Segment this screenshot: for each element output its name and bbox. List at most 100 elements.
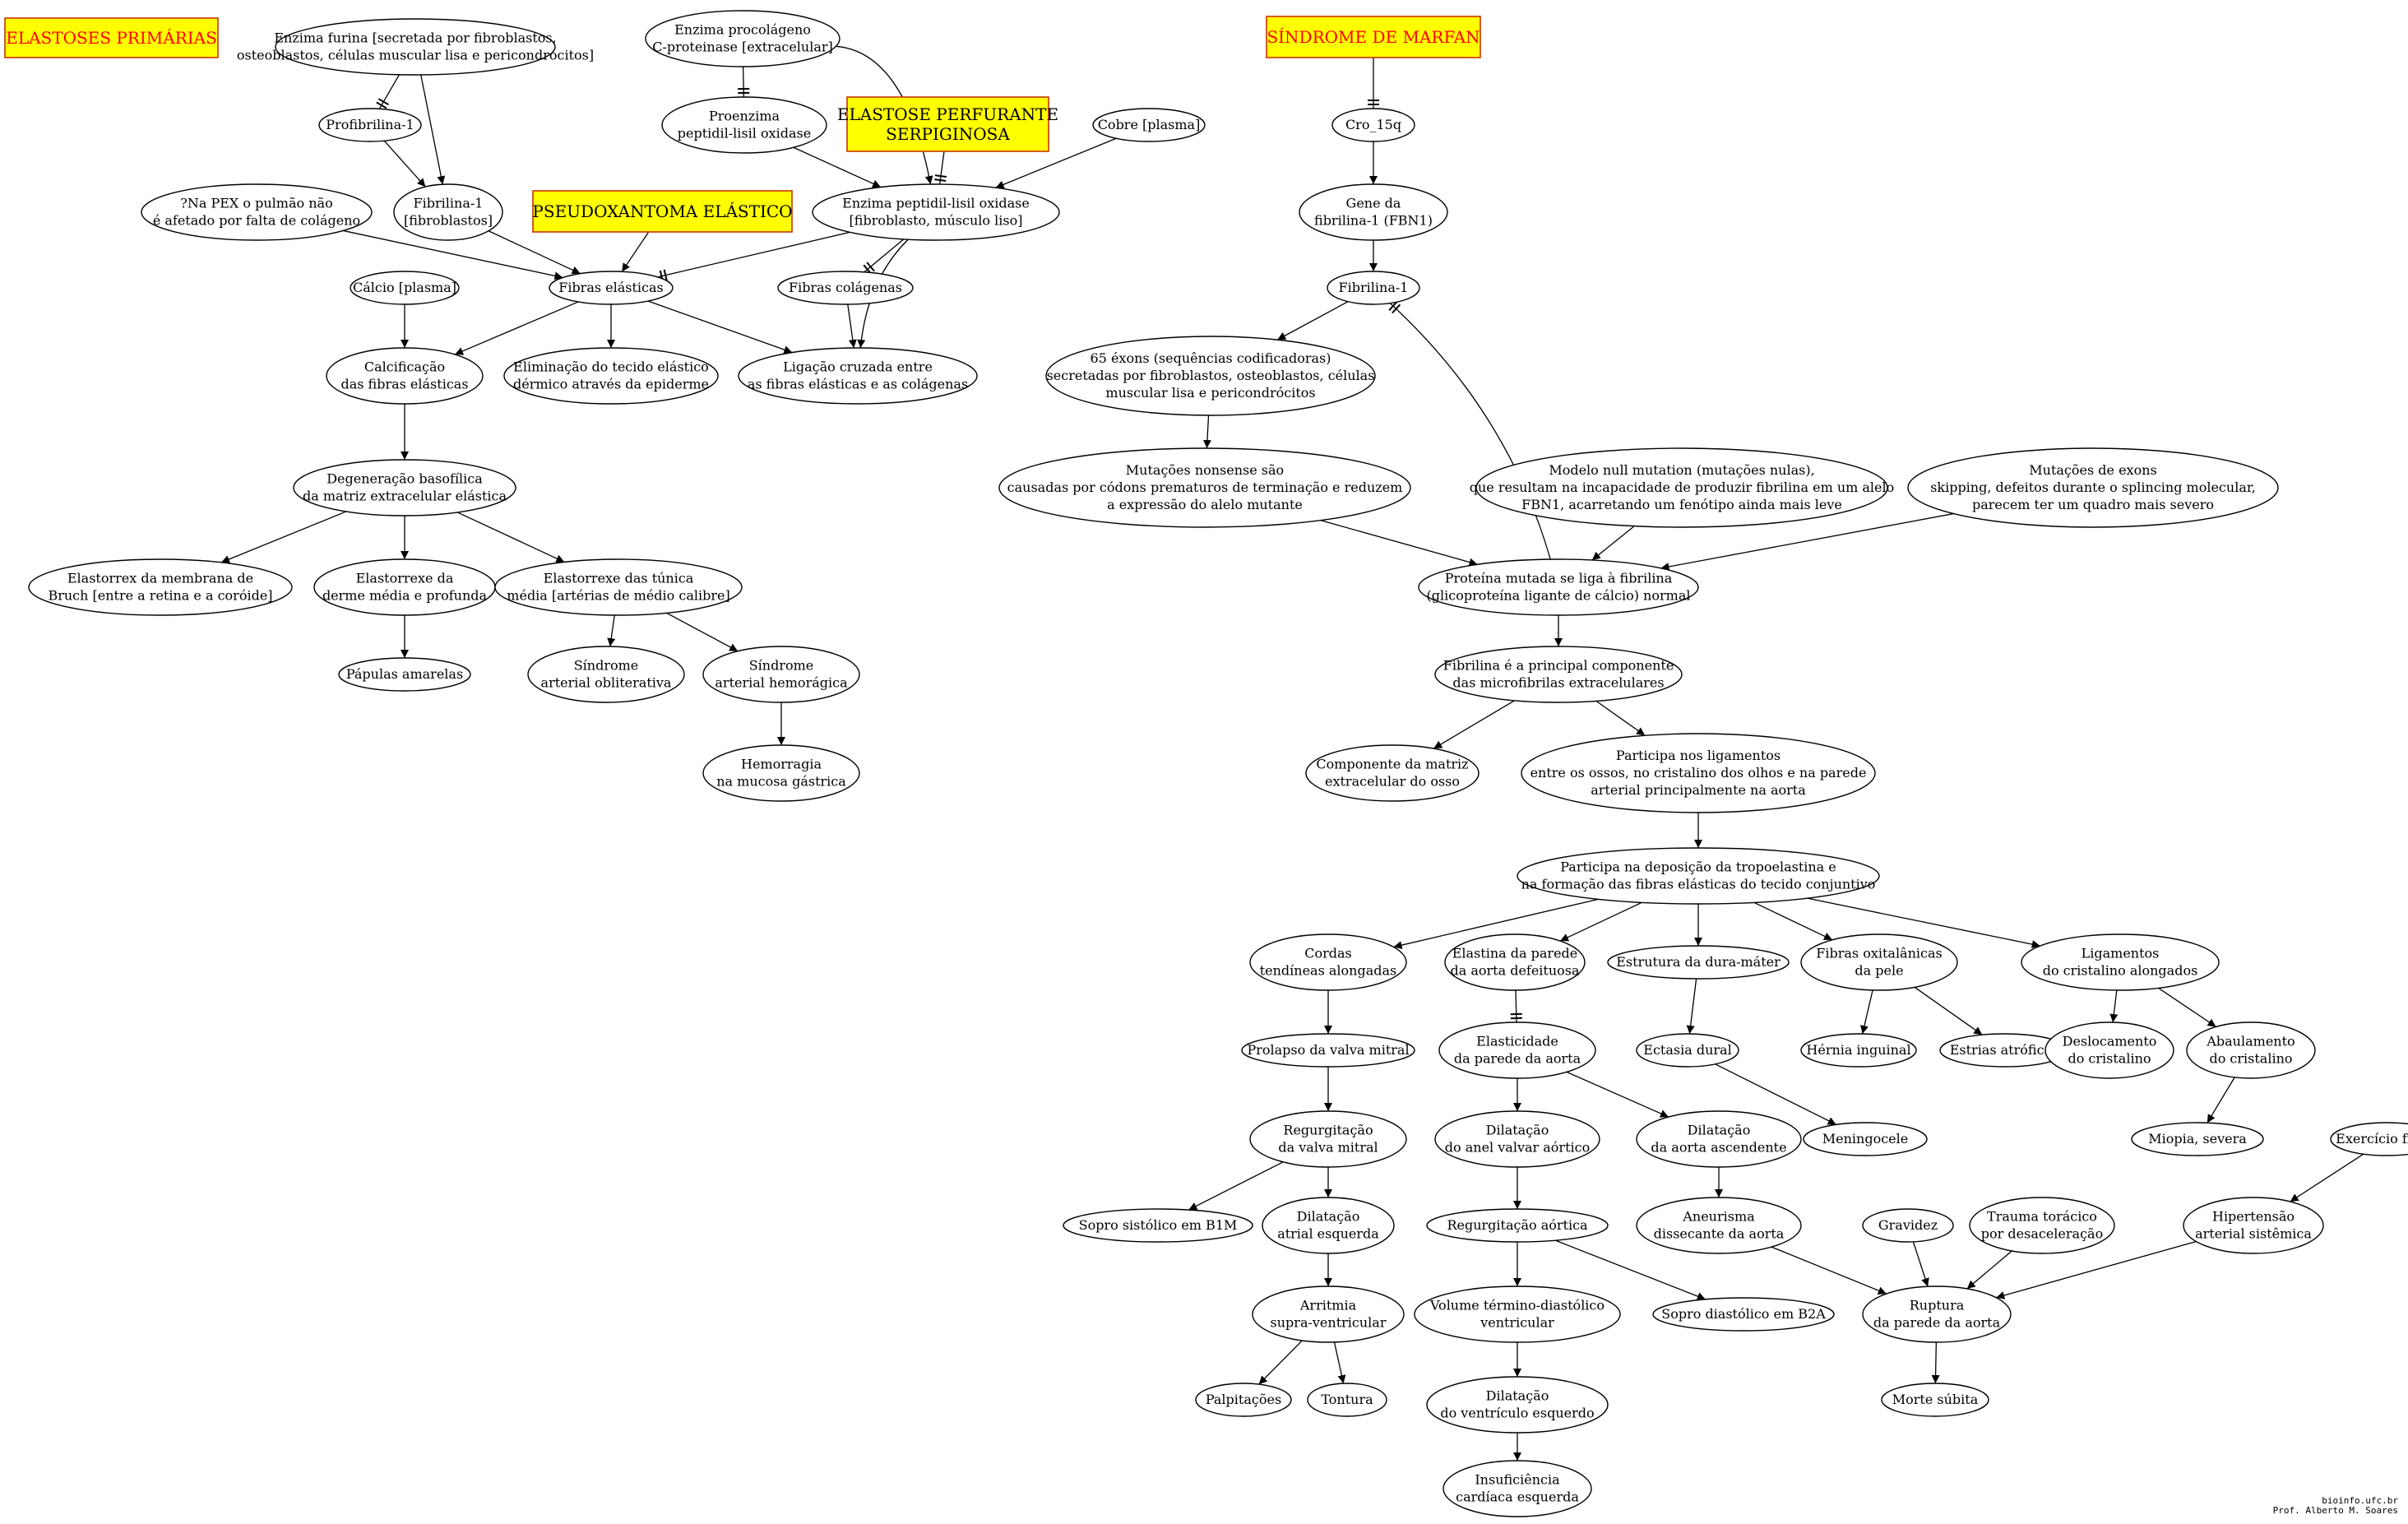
edge-tee-mark [866,262,875,272]
node-label: Hipertensão [2212,1209,2295,1225]
edge-regurg-mitral-to-sopro-sist [1188,1161,1284,1211]
node-shape [1442,1460,1592,1517]
nodes-layer: Enzima furina [secretada por fibroblasto… [28,10,2408,1517]
node-shape [2183,1197,2324,1254]
node-label: do anel valvar aórtico [1445,1140,1590,1156]
node-prolapso: Prolapso da valva mitral [1241,1033,1415,1068]
node-shape [1262,1197,1395,1254]
node-label: arterial hemorágica [715,675,848,691]
node-shape [1426,1208,1609,1243]
node-estrias: Estrias atróficas [1939,1033,2069,1068]
node-label: fibrilina-1 (FBN1) [1314,213,1433,229]
node-shape [1636,1033,1739,1068]
node-shape [1195,1383,1292,1417]
edge-exercicio-to-hipertensao [2290,1153,2364,1202]
edge-pseudo-to-fibras-elasticas [621,231,650,272]
node-label: Dilatação [1486,1123,1549,1138]
node-label: Gene da [1346,196,1401,211]
node-label: na mucosa gástrica [716,774,846,790]
node-shape [1521,733,1876,813]
node-label: causadas por códons prematuros de termin… [1007,479,1403,495]
node-peptidil: Enzima peptidil-lisil oxidase[fibroblast… [812,183,1060,241]
node-label: Dilatação [1486,1388,1549,1404]
edge-tee-mark [376,101,387,109]
node-shape [1862,1285,2012,1343]
node-label: (glicoproteína ligante de cálcio) normal [1427,588,1691,604]
node-label: Exercício físico [2336,1131,2408,1146]
node-label: Estrias atróficas [1950,1042,2059,1058]
node-label: Modelo null mutation (mutações nulas), [1549,462,1814,478]
node-deposicao: Participa na deposição da tropoelastina … [1517,847,1880,905]
node-label: Mutações de exons [2029,462,2156,478]
node-label: a expressão do alelo mutante [1107,497,1303,512]
node-shape [28,558,293,616]
node-label: Ruptura [1910,1298,1965,1313]
edge-furina-to-fibrilina-fibro [420,74,446,185]
node-exercicio: Exercício físico [2330,1122,2408,1156]
title-box-label: PSEUDOXANTOMA ELÁSTICO [532,202,792,221]
edge-exonsmut-to-proteina [1660,512,1954,571]
node-shape [1331,108,1415,142]
title-box-label: SERPIGINOSA [886,124,1010,144]
node-label: Síndrome [574,658,639,674]
node-shape [1418,558,1699,616]
node-derme: Elastorrexe da derme média e profunda [313,558,496,616]
node-proteina: Proteína mutada se liga à fibrilina(glic… [1418,558,1699,616]
node-label: Sopro diastólico em B2A [1661,1306,1826,1322]
edge-duramater-to-ectasia [1686,978,1697,1035]
node-label: supra-ventricular [1271,1315,1387,1331]
node-label: Regurgitação aórtica [1447,1217,1588,1233]
node-shape [2186,1021,2316,1079]
node-label: na formação das fibras elásticas do teci… [1521,877,1876,892]
edge-nonsense-to-proteina [1320,520,1478,567]
node-shape [645,10,840,67]
node-label: Ligamentos [2082,946,2160,961]
node-shape [702,646,860,703]
node-nullmut: Modelo null mutation (mutações nulas),qu… [1470,447,1894,528]
node-label: Fibras colágenas [789,280,902,295]
node-label: do cristalino [2068,1051,2151,1067]
node-label: Ligação cruzada entre [783,359,933,375]
node-label: das fibras elásticas [340,377,468,392]
edge-oxitalanicas-to-estrias [1914,986,1983,1035]
node-label: Elastorrexe da [356,571,454,586]
title-box-label: ELASTOSES PRIMÁRIAS [6,28,217,48]
edge-oxitalanicas-to-hernia [1860,989,1873,1035]
node-shape [318,108,422,142]
node-label: do cristalino alongados [2043,963,2198,979]
node-shape [1092,108,1206,142]
node-shape [1862,1208,1954,1243]
node-label: Participa na deposição da tropoelastina … [1560,859,1836,875]
node-shape [1444,933,1586,991]
node-palpitacoes: Palpitações [1195,1383,1292,1417]
node-label: Arritmia [1299,1298,1357,1313]
edges-layer [220,45,2364,1461]
node-label: Meningocele [1822,1131,1908,1146]
node-label: Elastina da parede [1452,946,1578,961]
node-shape [1045,336,1376,416]
node-label: da parede da aorta [1454,1051,1581,1067]
edge-fibras-elasticas-to-calcificacao [454,301,579,355]
title-box-label: ELASTOSE PERFURANTE [837,104,1058,124]
edge-deposicao-to-oxitalanicas [1753,901,1833,941]
node-shape [1434,1110,1600,1168]
node-label: da aorta defeituosa [1450,963,1580,979]
node-shape [2021,933,2220,991]
node-label: derme média e profunda [322,588,488,604]
edge-aneurisma-to-ruptura [1771,1246,1887,1295]
node-label: dérmico através da epiderme [513,377,709,392]
edge-arritmia-to-palpitacoes [1258,1340,1303,1385]
edge-fibrilina-fibro-to-fibras-elasticas [488,230,581,275]
node-label: Abaulamento [2206,1034,2295,1049]
node-fibrilina1: Fibrilina-1 [1327,271,1420,305]
node-morte: Morte súbita [1881,1383,1989,1417]
node-label: Fibrilina-1 [414,196,484,211]
node-label: por desaceleração [1981,1226,2103,1242]
node-label: Elasticidade [1476,1034,1558,1049]
node-label: Enzima procolágeno [674,22,811,38]
